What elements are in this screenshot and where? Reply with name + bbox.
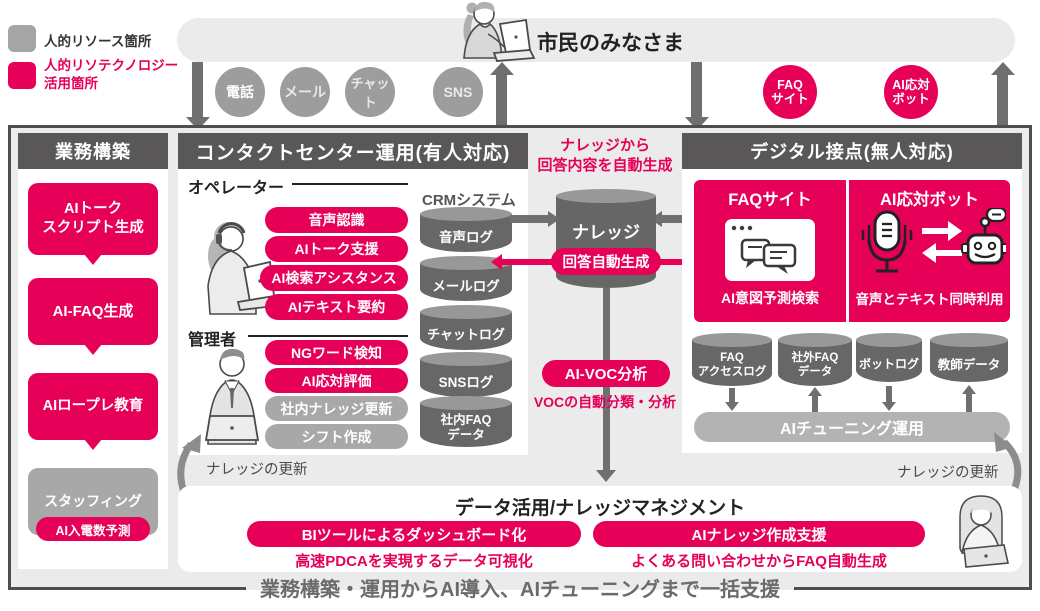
pill-ai-response-evaluation: AI応対評価 [265,368,408,393]
pill-ng-word-detection: NGワード検知 [265,340,408,365]
knowledge-update-right-arrow-icon [994,432,1022,492]
legend-label-ai-technology: 人的リソテクノロジー 活用箇所 [44,58,179,91]
legend-label-human-resource: 人的リソース箇所 [44,34,152,49]
build-section-header: 業務構築 [18,133,168,169]
knowledge-update-left-arrow-icon [177,434,201,494]
cylinder-voice-log: 音声ログ [420,207,512,252]
data-utilization-title: データ活用/ナレッジマネジメント [454,498,746,519]
ai-bot-caption: 音声とテキスト同時利用 [855,292,1004,307]
citizen-illustration [463,1,536,62]
channel-circle-sns: SNS [433,67,483,117]
cylinder-external-faq-data: 社外FAQ データ [778,333,852,386]
crm-system-label: CRMシステム [422,192,516,209]
pill-ai-search-assist: AI検索アシスタンス [260,265,408,291]
digital-header: デジタル接点(無人対応) [682,133,1022,169]
channel-circle-phone: 電話 [215,67,265,117]
bi-dashboard-pill: BIツールによるダッシュボード化 [247,521,581,547]
microphone-robot-icon [861,208,1006,273]
knowledge-note: ナレッジから 回答内容を自動生成 [537,137,673,174]
build-bubble-ai-faq: AI-FAQ生成 [28,278,158,355]
legend-swatch-ai-technology [8,62,36,89]
contact-center-header: コンタクトセンター運用(有人対応) [178,133,528,169]
ai-bot-circle: AI応対 ボット [884,65,938,119]
citizens-banner [177,18,1015,62]
channel-circle-mail: メール [280,67,330,117]
channel-circle-chat: チャット [345,67,395,117]
ai-knowledge-creation-caption: よくある問い合わせからFAQ自動生成 [631,553,887,570]
operator-illustration [207,222,276,315]
analyst-illustration [959,495,1009,568]
build-bubble-ai-roleplay: AIロープレ教育 [28,373,158,450]
pill-voice-recognition: 音声認識 [265,207,408,233]
answer-generation-pill: 回答自動生成 [551,248,661,275]
citizens-banner-title: 市民のみなさま [537,32,684,55]
manager-label: 管理者 [188,332,237,349]
digital-card-divider [846,180,849,322]
pill-internal-knowledge-update: 社内ナレッジ更新 [265,396,408,421]
legend-swatch-human-resource [8,25,36,52]
cylinder-chat-log: チャットログ [420,305,512,350]
cylinder-teacher-data: 教師データ [930,333,1008,382]
faq-site-caption: AI意図予測検索 [721,290,819,306]
browser-chat-icon [725,219,815,281]
faq-site-title: FAQサイト [728,191,812,209]
cylinder-faq-access-log: FAQ アクセスログ [692,333,772,386]
ai-voc-analysis-pill: AI-VOC分析 [542,360,670,387]
build-bubble-ai-talk-script: AIトーク スクリプト生成 [28,183,158,265]
operator-divider [292,183,408,185]
ai-knowledge-creation-pill: AIナレッジ作成支援 [593,521,925,547]
footer-caption: 業務構築・運用からAI導入、AIチューニングまで一括支援 [246,577,794,603]
cylinder-internal-faq-data: 社内FAQ データ [420,396,512,447]
pill-ai-text-summary: AIテキスト要約 [265,294,408,320]
cylinder-sns-log: SNSログ [420,352,512,397]
staffing-ai-call-forecast-badge: AI入電数予測 [36,517,150,541]
knowledge-update-right-label: ナレッジの更新 [897,465,999,481]
ai-bot-title: AI応対ボット [880,191,979,209]
pill-shift-creation: シフト作成 [265,424,408,449]
manager-illustration [204,348,260,445]
bi-dashboard-caption: 高速PDCAを実現するデータ可視化 [295,553,533,570]
operator-label: オペレーター [188,180,285,197]
footer-caption-row: 業務構築・運用からAI導入、AIチューニングまで一括支援 [8,577,1032,603]
pill-ai-talk-support: AIトーク支援 [265,236,408,262]
knowledge-update-left-label: ナレッジの更新 [206,462,308,478]
ai-tuning-bar: AIチューニング運用 [694,412,1010,442]
manager-divider [248,335,408,337]
voc-analysis-note: VOCの自動分類・分析 [533,394,677,410]
faq-site-circle: FAQ サイト [763,65,817,119]
cylinder-bot-log: ボットログ [856,333,922,382]
